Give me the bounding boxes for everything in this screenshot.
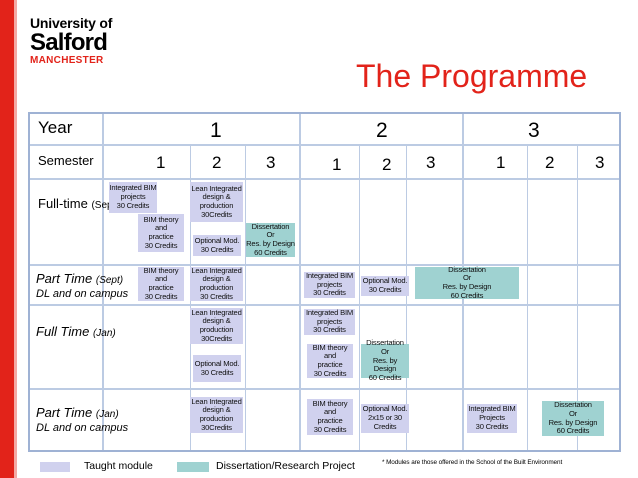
legend-dissertation-swatch	[177, 462, 209, 472]
semester-header: 2	[382, 155, 392, 174]
semester-header: 1	[332, 155, 342, 174]
module-lean-integrated: Lean Integrated design & production 30Cr…	[190, 396, 243, 433]
year-1-header: 1	[210, 119, 222, 142]
module-integrated-bim: Integrated BIM Projects 30 Credits	[467, 404, 517, 433]
row-label-main: Part Time	[36, 405, 93, 420]
module-dissertation: Dissertation Or Res. by Design 60 Credit…	[361, 338, 409, 382]
row-label-main: Full-time	[38, 196, 88, 211]
slide-title: The Programme	[356, 58, 588, 94]
semester-header: 2	[545, 153, 555, 172]
module-optional: Optional Mod. 2x15 or 30 Credits	[361, 404, 409, 433]
semester-header: 3	[426, 153, 436, 172]
module-optional: Optional Mod. 30 Credits	[361, 276, 409, 296]
module-bim-theory: BIM theory and practice 30 Credits	[138, 214, 184, 252]
col-divider	[102, 114, 104, 450]
brand-side-stripe	[14, 0, 17, 478]
col-divider	[527, 144, 528, 450]
row-divider	[30, 144, 619, 146]
footnote: * Modules are those offered in the Schoo…	[382, 459, 563, 466]
university-logo: University of Salford MANCHESTER	[30, 16, 112, 66]
module-bim-theory: BIM theory and practice 30 Credits	[138, 266, 184, 301]
semester-header: 3	[266, 153, 276, 172]
row-label-sub: (Sept)	[91, 200, 119, 211]
module-bim-theory: BIM theory and practice 30 Credits	[307, 343, 353, 378]
legend-taught-label: Taught module	[84, 460, 153, 472]
module-bim-theory: BIM theory and practice 30 Credits	[307, 399, 353, 435]
module-dissertation: Dissertation Or Res. by Design 60 Credit…	[246, 221, 295, 257]
logo-line-3: MANCHESTER	[30, 55, 104, 66]
row-label-full-time-jan: Full Time (Jan)	[36, 325, 116, 340]
legend-taught-swatch	[40, 462, 70, 472]
row-label-full-time-sept: Full-time (Sept)	[38, 197, 119, 212]
semester-header: 1	[156, 153, 166, 172]
module-dissertation: Dissertation Or Res. by Design 60 Credit…	[542, 400, 604, 436]
module-lean-integrated: Lean Integrated design & production 30 C…	[190, 265, 243, 301]
row-label-part-time-jan: Part Time (Jan)	[36, 406, 119, 421]
brand-side-bar	[0, 0, 17, 478]
module-optional: Optional Mod. 30 Credits	[193, 355, 241, 382]
year-3-header: 3	[528, 119, 540, 142]
year-2-header: 2	[376, 119, 388, 142]
col-divider	[359, 144, 360, 450]
module-integrated-bim: Integrated BIM projects 30 Credits	[304, 270, 355, 298]
module-integrated-bim: Integrated BIM projects 30 Credits	[304, 307, 355, 335]
row-label-main: Full Time	[36, 324, 90, 339]
col-divider	[406, 144, 407, 450]
row-divider	[30, 264, 619, 266]
row-label-sub: (Sept)	[95, 275, 124, 286]
module-lean-integrated: Lean Integrated design & production 30Cr…	[190, 182, 243, 222]
row-label-line-2: DL and on campus	[36, 422, 129, 434]
row-label-main: Part Time	[36, 271, 93, 286]
year-header-label: Year	[38, 118, 73, 137]
module-lean-integrated: Lean Integrated design & production 30Cr…	[190, 307, 243, 344]
semester-header: 3	[595, 153, 605, 172]
col-divider	[245, 144, 246, 450]
programme-table: Year 1 2 3 Semester 1 2 3 1 2 3 1 2 3 Fu…	[28, 112, 621, 452]
row-divider	[30, 304, 619, 306]
col-divider	[299, 114, 301, 450]
row-label-line-2: DL and on campus	[36, 288, 129, 300]
module-integrated-bim: Integrated BIM projects 30 Credits	[109, 182, 157, 213]
row-label-sub: (Jan)	[92, 328, 116, 339]
module-optional: Optional Mod. 30 Credits	[193, 235, 241, 256]
semester-header: 1	[496, 153, 506, 172]
semester-header: 2	[212, 153, 222, 172]
logo-line-2: Salford	[30, 29, 108, 56]
module-dissertation: Dissertation Or Res. by Design 60 Credit…	[415, 265, 519, 300]
logo-line-1: University of	[30, 15, 113, 31]
row-divider	[30, 388, 619, 390]
row-label-part-time-sept: Part Time (Sept)	[36, 272, 123, 287]
row-divider	[30, 178, 619, 180]
row-label-sub: (Jan)	[95, 409, 119, 420]
col-divider	[577, 144, 578, 450]
col-divider	[102, 144, 103, 450]
legend-dissertation-label: Dissertation/Research Project	[216, 460, 355, 472]
semester-header-label: Semester	[38, 153, 94, 168]
